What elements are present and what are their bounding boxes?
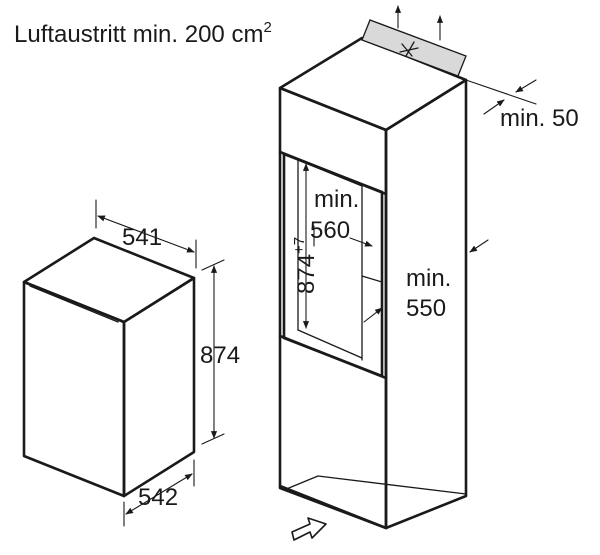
appliance-height-label: 874	[200, 342, 240, 369]
appliance-width-dimension	[95, 199, 197, 269]
niche-width-dimension	[313, 225, 373, 247]
niche-height-label: 874+7	[291, 237, 320, 294]
air-outlet-label: Luftaustritt min. 200 cm2	[14, 19, 272, 48]
airflow-up-arrows	[394, 5, 444, 41]
cabinet-depth-dimension	[363, 239, 489, 323]
appliance-depth-label: 542	[138, 484, 178, 511]
airflow-inlet-arrow	[291, 517, 327, 541]
niche-width-value-label: 560	[310, 217, 350, 244]
vent-gap-label: min. 50	[500, 105, 579, 132]
niche-width-min-label: min.	[314, 186, 359, 213]
appliance-depth-dimension	[123, 459, 195, 527]
cabinet-depth-min-label: min.	[406, 265, 451, 292]
cabinet-depth-value-label: 550	[406, 295, 446, 322]
appliance-height-dimension	[201, 259, 225, 445]
vent-grille-icon	[361, 19, 467, 77]
appliance-width-label: 541	[122, 224, 162, 251]
vent-gap-dimension	[465, 79, 537, 115]
appliance-box	[22, 236, 196, 498]
cabinet	[278, 36, 468, 530]
